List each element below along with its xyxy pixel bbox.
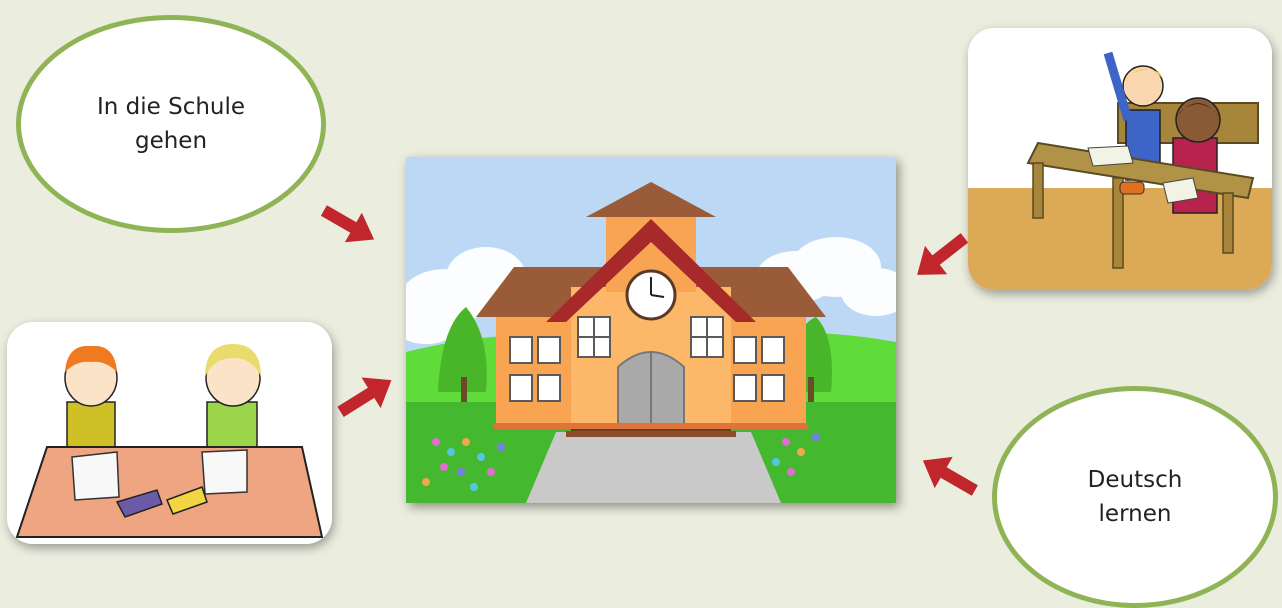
bubble-text-line: gehen <box>97 124 245 158</box>
speech-bubble-school: In die Schule gehen <box>16 15 326 233</box>
children-raising-hand-card <box>968 28 1272 290</box>
bubble-text-line: Deutsch <box>1088 463 1183 497</box>
arrow-right-down <box>316 202 382 248</box>
bubble-text-line: lernen <box>1088 497 1183 531</box>
children-writing-card <box>7 322 332 544</box>
speech-bubble-german: Deutsch lernen <box>992 386 1278 608</box>
arrow-left-down <box>905 228 975 286</box>
arrow-left-up <box>913 449 983 501</box>
school-illustration <box>406 157 896 503</box>
bubble-text-line: In die Schule <box>97 90 245 124</box>
arrow-right-up <box>332 370 400 422</box>
